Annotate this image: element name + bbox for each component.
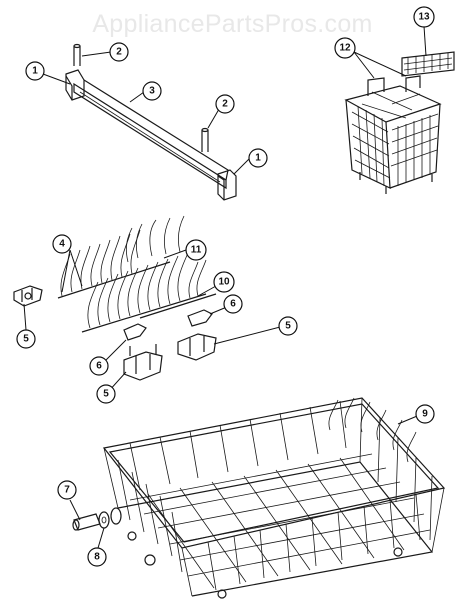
svg-text:12: 12 bbox=[339, 43, 351, 54]
callout-13: 13 bbox=[413, 6, 435, 28]
svg-text:11: 11 bbox=[191, 245, 202, 256]
callout-6-left: 6 bbox=[89, 356, 109, 376]
svg-text:3: 3 bbox=[149, 86, 155, 97]
svg-text:4: 4 bbox=[59, 239, 65, 250]
svg-text:5: 5 bbox=[23, 334, 29, 345]
clip-left bbox=[13, 285, 43, 307]
callout-12: 12 bbox=[334, 37, 356, 59]
svg-text:1: 1 bbox=[32, 66, 38, 77]
svg-text:7: 7 bbox=[64, 485, 70, 496]
roller-wheel bbox=[98, 507, 122, 529]
svg-text:2: 2 bbox=[116, 47, 122, 58]
small-clip-lower bbox=[123, 323, 147, 341]
svg-text:6: 6 bbox=[230, 299, 236, 310]
callout-9: 9 bbox=[415, 404, 435, 424]
rail-assembly bbox=[65, 43, 237, 201]
callout-2-left: 2 bbox=[109, 42, 129, 62]
wire-rack bbox=[102, 397, 446, 599]
svg-text:1: 1 bbox=[255, 153, 261, 164]
clip-center bbox=[123, 344, 163, 381]
svg-text:8: 8 bbox=[94, 552, 100, 563]
roller-axle bbox=[72, 513, 101, 531]
callout-8: 8 bbox=[87, 547, 107, 567]
clip-right bbox=[177, 333, 217, 361]
callout-5-center: 5 bbox=[96, 384, 116, 404]
callout-5-left: 5 bbox=[16, 329, 36, 349]
tine-rows bbox=[57, 215, 217, 333]
svg-text:5: 5 bbox=[103, 389, 109, 400]
callout-11: 11 bbox=[185, 239, 207, 261]
callout-7: 7 bbox=[57, 480, 77, 500]
svg-text:6: 6 bbox=[96, 361, 102, 372]
callout-2-right: 2 bbox=[215, 94, 235, 114]
small-clip-upper bbox=[187, 309, 213, 327]
callout-1-left: 1 bbox=[25, 61, 45, 81]
svg-text:5: 5 bbox=[285, 321, 291, 332]
svg-text:9: 9 bbox=[422, 409, 428, 420]
svg-text:13: 13 bbox=[418, 12, 430, 23]
callout-4: 4 bbox=[52, 234, 72, 254]
silverware-basket bbox=[344, 51, 455, 194]
callout-6-right: 6 bbox=[223, 294, 243, 314]
callout-10: 10 bbox=[213, 271, 235, 293]
svg-text:10: 10 bbox=[218, 277, 230, 288]
callout-5-right: 5 bbox=[278, 316, 298, 336]
callout-1-right: 1 bbox=[248, 148, 268, 168]
svg-text:2: 2 bbox=[222, 99, 228, 110]
watermark-text: AppliancePartsPros.com bbox=[92, 10, 373, 38]
callout-3: 3 bbox=[142, 81, 162, 101]
leader-lines bbox=[23, 25, 427, 549]
callouts: 1 2 3 2 1 12 13 4 bbox=[16, 6, 435, 567]
